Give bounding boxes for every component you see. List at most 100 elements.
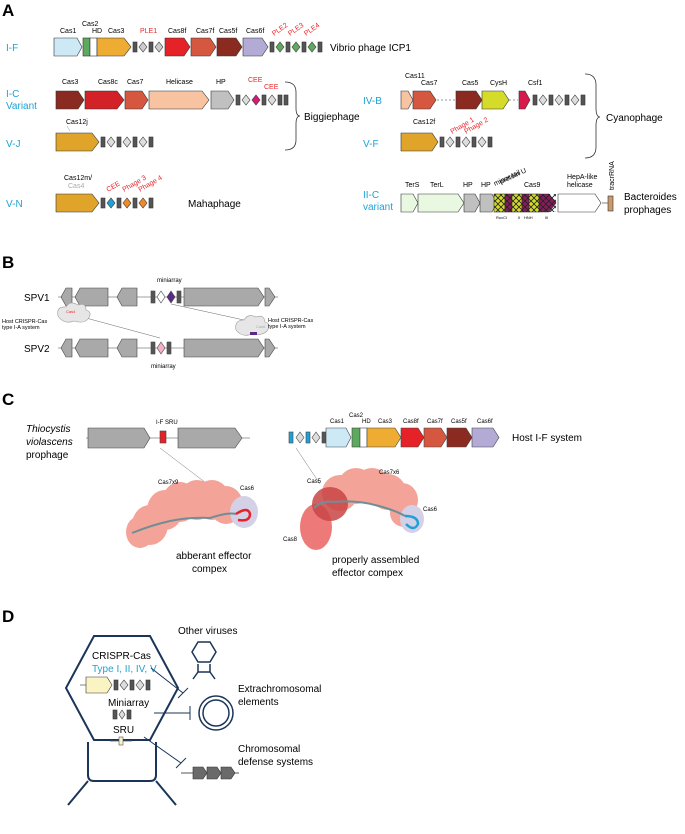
host-if-title: Host I-F system [512,433,582,444]
repeat [317,41,323,53]
cas6-label: Cas6 [423,507,438,513]
gene-label-ple2: PLE2 [271,22,289,38]
spacer-ple2 [275,41,285,53]
gene-hd [359,427,368,448]
host-label-right: type I-A system [268,324,306,330]
gene-cas3 [55,90,85,110]
repeat [285,41,291,53]
spacer [267,94,277,106]
plasmid-outer [198,695,234,731]
operon-ii-c [400,193,614,213]
label-i-c: I-C [6,89,19,100]
gene-cas5f [446,427,473,448]
gene-cas7 [124,90,149,110]
panel-d: CRISPR-Cas Type I, II, IV, V Miniarray S… [64,626,321,806]
plasmid-inner [202,699,230,727]
repeat [487,136,493,148]
gene-label: Csf1 [528,80,543,87]
gene-hp [210,90,235,110]
label-variant: Variant [6,101,37,112]
gene-ters [400,193,419,213]
connector [170,303,254,323]
gene-tracrrna [607,195,614,212]
repeat [148,136,154,148]
cloud-label: Cas4 [66,309,76,314]
repeat-blue [288,431,294,444]
gene-label: Cas5f [451,419,467,425]
gene-label-ple4: PLE4 [303,22,321,38]
spacer-targeting [156,341,166,355]
spacer-phage4 [138,197,148,209]
target-label: Other viruses [178,626,237,637]
repeat [277,94,283,106]
sru-label: I-F SRU [156,420,178,426]
gene-arrow [60,287,73,307]
repeat [455,136,461,148]
gene-label: Cas5 [462,80,478,87]
genome-spv2 [58,338,278,358]
gene-cas7f [190,37,217,57]
cas7-subunit [126,516,154,548]
gene-label: Cas2 [82,21,98,28]
gene-cas2 [82,37,91,57]
repeat [166,341,172,355]
operon-i-c [55,90,289,110]
repeat [148,41,154,53]
chromosome-defense-icon [181,766,239,780]
repeat [321,431,327,444]
aberrant-caption: abberant effector [176,551,252,562]
gene-cas6f [471,427,500,448]
panel-letter-d: D [2,607,14,626]
gene-arrow [60,338,73,358]
gene-cas3 [96,37,132,57]
gene-label: helicase [567,182,593,189]
repeat [301,41,307,53]
organism-name: Thiocystis [26,424,70,435]
gene-label: Cas1 [60,28,76,35]
gene-arrow [264,287,276,307]
gene-arrow [87,427,151,449]
repeat [126,709,132,720]
repeat [176,290,182,304]
gene-cas2 [351,427,361,448]
spacer [118,709,126,720]
gene-cas1 [325,427,352,448]
title-mahaphage: Mahaphage [188,199,241,210]
aberrant-caption: compex [192,564,227,575]
gene-label: Helicase [166,79,193,86]
connector [295,447,321,485]
gene-label: Cas7f [427,419,443,425]
gene-cas8f [164,37,191,57]
repeat [145,679,151,691]
inhibition-line [150,667,184,694]
gene-label: Cas7 [127,79,143,86]
crrna [313,500,406,517]
sru-label: SRU [113,725,134,736]
gene-cas8c [84,90,125,110]
inhibition-line [143,736,182,764]
repeat [261,94,267,106]
gene-label-cee: CEE [264,84,279,91]
gene-label: Cas3 [108,28,124,35]
host-if-operon [288,427,500,448]
panel-letter-c: C [2,390,14,409]
operon-v-f [400,132,493,152]
gene-label: TerL [430,182,444,189]
gene-label: HP [481,182,491,189]
label-iv-b: IV-B [363,96,382,107]
cas7-label: Cas7x6 [379,470,400,476]
gene-label: Cas4 [68,183,84,190]
spacer [570,94,580,106]
crispr-label: CRISPR-Cas [92,651,151,662]
gene-cas5 [455,90,483,110]
cloud-spacer [250,332,257,335]
gene-label: Cas12m/ [64,175,92,182]
virus-icon [191,641,217,680]
repeat [148,197,154,209]
title-biggiephage: Biggiephage [304,112,360,123]
assembled-caption: effector compex [332,568,403,579]
label-spv2: SPV2 [24,344,50,355]
repeat [116,136,122,148]
bracket-biggiephage [284,81,301,151]
spacer [554,94,564,106]
